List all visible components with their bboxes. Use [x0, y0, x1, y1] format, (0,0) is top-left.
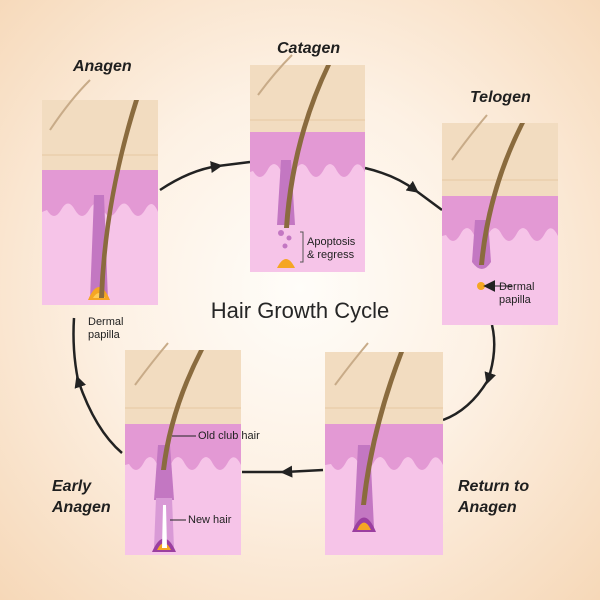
label-telogen-dermal-papilla: Dermal papilla	[499, 281, 535, 306]
stage-title-return-to-anagen: Return to Anagen	[458, 478, 530, 516]
label-new-hair: New hair	[188, 514, 232, 526]
hair-strand	[361, 352, 404, 505]
stage-title-early-anagen: Early Anagen	[52, 478, 111, 516]
hair-strand	[99, 100, 139, 298]
panel-early-anagen	[125, 342, 241, 555]
panel-anagen	[42, 79, 158, 305]
hair-strand	[284, 65, 331, 228]
hair-strand	[479, 123, 525, 265]
arrow-anagen-to-catagen	[159, 161, 223, 192]
stage-title-anagen: Anagen	[73, 58, 132, 75]
arrow-early-to-anagen	[74, 375, 123, 454]
label-apoptosis-regress: Apoptosis & regress	[307, 236, 356, 261]
label-old-club-hair: Old club hair	[198, 430, 260, 442]
arrow-catagen-to-telogen	[364, 166, 419, 193]
panel-return-to-anagen	[325, 342, 443, 555]
arrow-return-to-early	[280, 465, 324, 478]
new-hair-strand	[162, 505, 167, 548]
old-club-hair-strand	[161, 350, 204, 470]
label-anagen-dermal-papilla: Dermal papilla	[88, 316, 124, 341]
panel-telogen	[442, 114, 558, 325]
arrow-telogen-to-return	[484, 324, 496, 385]
stage-title-catagen: Catagen	[277, 40, 341, 57]
stage-title-telogen: Telogen	[470, 89, 531, 106]
diagram-title: Hair Growth Cycle	[210, 298, 390, 323]
cycle-arrows	[72, 160, 496, 478]
panel-catagen	[250, 54, 365, 272]
